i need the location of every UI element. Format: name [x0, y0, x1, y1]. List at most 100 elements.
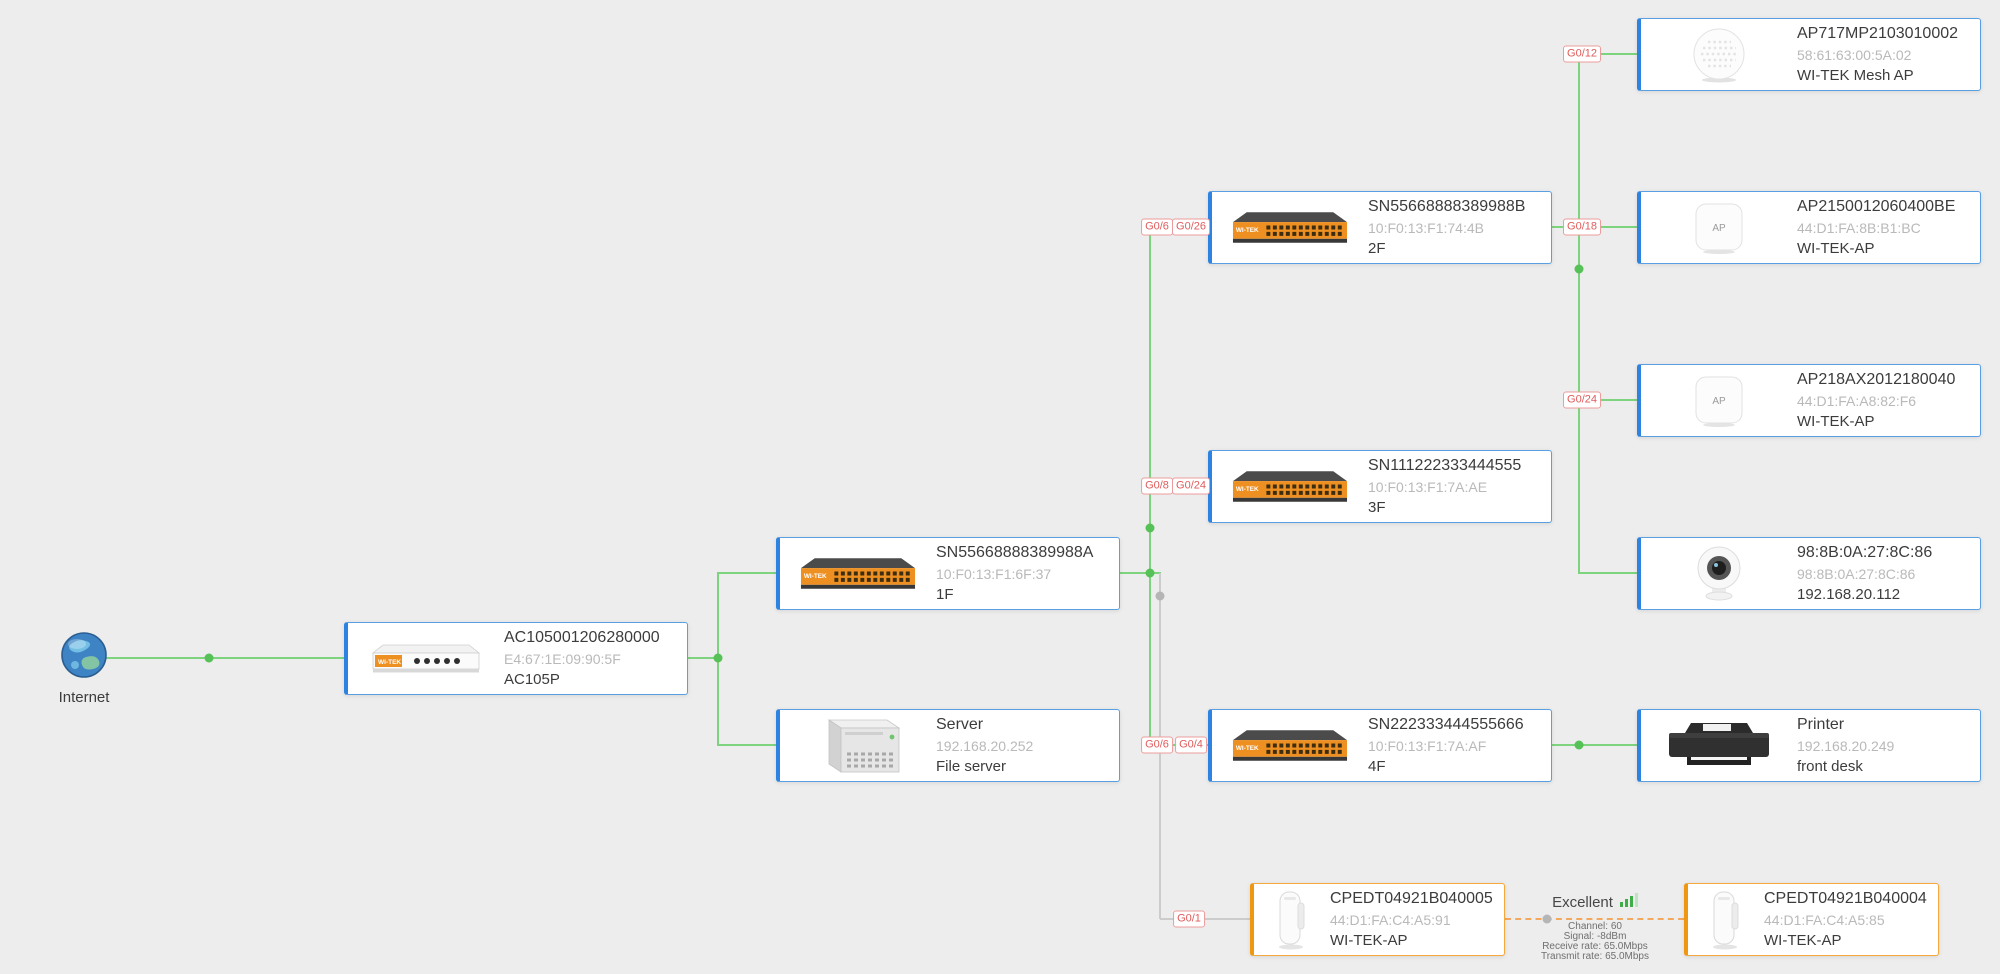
device-serial: CPEDT04921B040004	[1764, 890, 1927, 907]
device-name: File server	[936, 758, 1007, 775]
device-card-cpe-040005[interactable]: CPEDT04921B040005 44:D1:FA:C4:A5:91 WI-T…	[1250, 883, 1505, 956]
device-card-ap218ax[interactable]: AP AP218AX2012180040 44:D1:FA:A8:82:F6 W…	[1637, 364, 1981, 437]
svg-text:AP: AP	[1712, 223, 1726, 234]
device-card-file-server[interactable]: Server 192.168.20.252 File server	[776, 709, 1120, 782]
server-icon	[780, 716, 936, 776]
ap-icon: AP	[1641, 202, 1797, 254]
port-label-sw1f-to-sw3f[interactable]: G0/8	[1141, 477, 1173, 495]
device-card-cpe-040004[interactable]: CPEDT04921B040004 44:D1:FA:C4:A5:85 WI-T…	[1684, 883, 1939, 956]
device-card-switch-4f[interactable]: WI-TEK SN222333444555666 10:F0:13:F1:7A:…	[1208, 709, 1552, 782]
link-status-dot	[1574, 264, 1584, 274]
svg-text:WI-TEK: WI-TEK	[1236, 744, 1259, 751]
device-card-switch-2f[interactable]: WI-TEK SN55668888389988B 10:F0:13:F1:74:…	[1208, 191, 1552, 264]
device-serial: AC105001206280000	[504, 629, 660, 646]
device-card-mesh-ap[interactable]: AP717MP2103010002 58:61:63:00:5A:02 WI-T…	[1637, 18, 1981, 91]
port-label-sw2f-uplink[interactable]: G0/26	[1172, 218, 1210, 236]
device-name: WI-TEK-AP	[1330, 932, 1408, 949]
link-status-dot-gray	[1542, 914, 1552, 924]
device-mac: 58:61:63:00:5A:02	[1797, 47, 1912, 63]
device-ip: 192.168.20.252	[936, 738, 1034, 754]
link-to-cpe5	[1160, 918, 1250, 920]
device-ip: 192.168.20.112	[1797, 586, 1901, 603]
device-card-switch-3f[interactable]: WI-TEK SN111222333444555 10:F0:13:F1:7A:…	[1208, 450, 1552, 523]
svg-text:WI-TEK: WI-TEK	[804, 572, 827, 579]
port-label-sw1f-to-sw4f[interactable]: G0/6	[1141, 736, 1173, 754]
wireless-receive-rate: Receive rate: 65.0Mbps	[1542, 941, 1648, 952]
link-ac-stub	[688, 657, 719, 659]
device-serial: SN222333444555666	[1368, 716, 1524, 733]
cpe-icon	[1254, 889, 1330, 951]
device-serial: CPEDT04921B040005	[1330, 890, 1493, 907]
device-card-ac105p[interactable]: WI-TEK AC105001206280000 E4:67:1E:09:90:…	[344, 622, 688, 695]
router-icon: WI-TEK	[348, 642, 504, 676]
device-name: WI-TEK-AP	[1764, 932, 1842, 949]
device-card-camera[interactable]: 98:8B:0A:27:8C:86 98:8B:0A:27:8C:86 192.…	[1637, 537, 1981, 610]
device-card-ap2150[interactable]: AP AP2150012060400BE 44:D1:FA:8B:B1:BC W…	[1637, 191, 1981, 264]
link-sw4f-printer	[1551, 744, 1637, 746]
device-mac: 10:F0:13:F1:6F:37	[936, 566, 1052, 582]
switch-icon: WI-TEK	[1212, 467, 1368, 507]
link-sw1f-stub	[1120, 572, 1161, 574]
device-ip: 192.168.20.249	[1797, 738, 1895, 754]
device-serial: SN111222333444555	[1368, 457, 1522, 474]
port-label-sw4f-uplink[interactable]: G0/4	[1175, 736, 1207, 754]
port-label-ap218ax[interactable]: G0/24	[1563, 391, 1601, 409]
link-to-ap218ax	[1579, 399, 1637, 401]
device-card-switch-1f[interactable]: WI-TEK SN55668888389988A 10:F0:13:F1:6F:…	[776, 537, 1120, 610]
wireless-link-stats: Channel: 60 Signal: -8dBm Receive rate: …	[1505, 922, 1685, 962]
link-to-server	[719, 744, 776, 746]
device-name: 3F	[1368, 499, 1386, 516]
link-status-dot-gray	[1155, 591, 1165, 601]
globe-icon	[60, 632, 108, 683]
signal-bars-icon	[1619, 893, 1638, 912]
device-name: WI-TEK-AP	[1797, 413, 1875, 430]
svg-text:AP: AP	[1712, 396, 1726, 407]
port-label-sw1f-to-sw2f[interactable]: G0/6	[1141, 218, 1173, 236]
ap-icon: AP	[1641, 375, 1797, 427]
wireless-link-quality: Excellent	[1505, 893, 1685, 912]
camera-icon	[1641, 545, 1797, 603]
device-name: WI-TEK-AP	[1797, 240, 1875, 257]
wireless-signal: Signal: -8dBm	[1563, 931, 1627, 942]
port-label-mesh-ap[interactable]: G0/12	[1563, 45, 1601, 63]
link-status-dot	[713, 653, 723, 663]
port-label-ap2150[interactable]: G0/18	[1563, 218, 1601, 236]
device-serial: SN55668888389988A	[936, 544, 1094, 561]
device-name: AC105P	[504, 671, 560, 688]
device-name: WI-TEK Mesh AP	[1797, 67, 1914, 84]
device-serial: AP218AX2012180040	[1797, 371, 1956, 388]
port-label-cpe-uplink[interactable]: G0/1	[1173, 910, 1205, 928]
device-location: front desk	[1797, 758, 1863, 775]
link-status-dot	[1145, 568, 1155, 578]
device-mac: 44:D1:FA:C4:A5:91	[1330, 912, 1451, 928]
wireless-channel: Channel: 60	[1568, 921, 1622, 932]
device-name-title: Printer	[1797, 716, 1845, 733]
device-name: 4F	[1368, 758, 1386, 775]
internet-label: Internet	[58, 689, 110, 706]
device-name: 1F	[936, 586, 954, 603]
link-status-dot	[1145, 523, 1155, 533]
link-to-sw1f	[719, 572, 776, 574]
device-name: 2F	[1368, 240, 1386, 257]
wireless-quality-label: Excellent	[1552, 894, 1613, 911]
svg-text:WI-TEK: WI-TEK	[378, 659, 401, 666]
device-name-title: Server	[936, 716, 984, 733]
mesh-ap-icon	[1641, 27, 1797, 83]
switch-icon: WI-TEK	[1212, 726, 1368, 766]
link-status-dot	[1574, 740, 1584, 750]
device-mac: 98:8B:0A:27:8C:86	[1797, 566, 1916, 582]
wireless-transmit-rate: Transmit rate: 65.0Mbps	[1540, 951, 1649, 962]
device-serial: AP2150012060400BE	[1797, 198, 1956, 215]
wireless-link-line	[1505, 918, 1684, 920]
switch-icon: WI-TEK	[1212, 208, 1368, 248]
device-card-printer[interactable]: Printer 192.168.20.249 front desk	[1637, 709, 1981, 782]
device-mac: 10:F0:13:F1:74:4B	[1368, 220, 1484, 236]
device-mac: 44:D1:FA:A8:82:F6	[1797, 393, 1917, 409]
link-to-mesh-ap	[1579, 53, 1637, 55]
device-mac: 44:D1:FA:C4:A5:85	[1764, 912, 1885, 928]
device-serial: AP717MP2103010002	[1797, 25, 1959, 42]
internet-node[interactable]: Internet	[39, 631, 129, 706]
device-mac: E4:67:1E:09:90:5F	[504, 651, 621, 667]
port-label-sw3f-uplink[interactable]: G0/24	[1172, 477, 1210, 495]
